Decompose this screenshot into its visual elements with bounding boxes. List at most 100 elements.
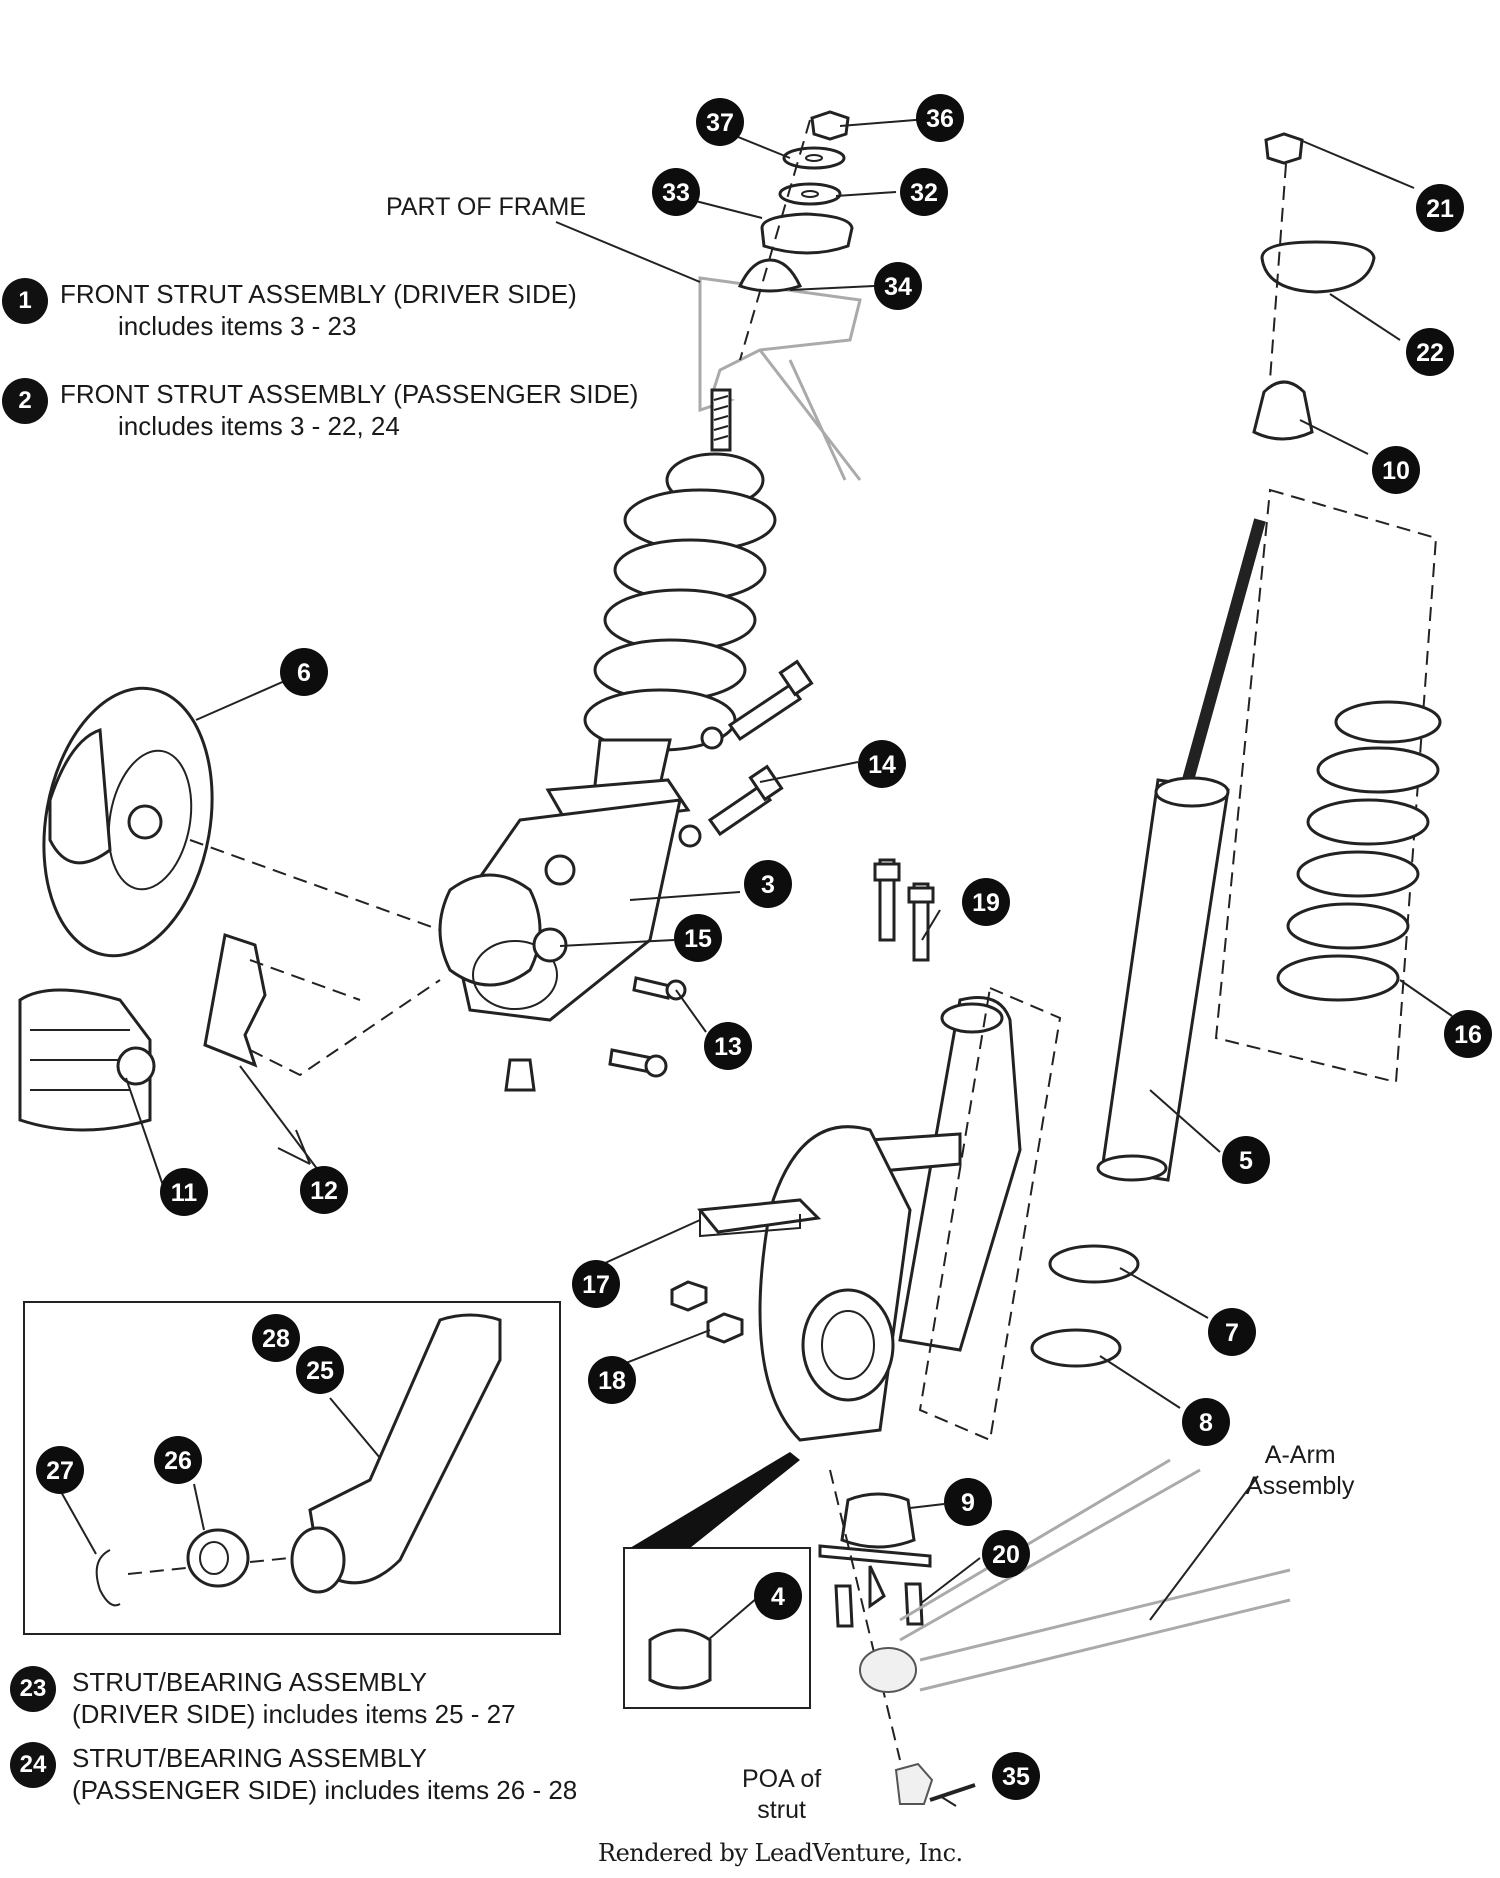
svg-text:19: 19 — [972, 889, 1000, 917]
callout-14: 14 — [858, 740, 906, 788]
callout-36: 33 — [652, 168, 700, 216]
leader-lines — [59, 117, 1453, 1807]
svg-text:33: 33 — [662, 179, 690, 207]
ball-joint — [818, 1469, 932, 1761]
poa-label: POA of strut — [742, 1764, 821, 1826]
callout-28: 28 — [252, 1314, 300, 1362]
svg-text:36: 36 — [926, 105, 954, 133]
callout-33: 36 — [916, 94, 964, 142]
callout-32: 35 — [992, 1752, 1040, 1800]
callout-13: 13 — [704, 1022, 752, 1070]
a-arm — [859, 1458, 1291, 1805]
svg-text:11: 11 — [171, 1179, 198, 1207]
poa-label-line1: POA of — [742, 1765, 822, 1793]
svg-text:35: 35 — [1002, 1763, 1030, 1791]
svg-text:34: 34 — [884, 273, 912, 301]
callout-35: 32 — [900, 168, 948, 216]
svg-text:37: 37 — [706, 109, 734, 137]
callout-34: 37 — [696, 98, 744, 146]
svg-text:7: 7 — [1225, 1319, 1239, 1347]
svg-text:22: 22 — [1416, 339, 1444, 367]
mounting-bolts — [608, 659, 814, 1078]
callout-37: 34 — [874, 262, 922, 310]
callout-4: 4 — [754, 1572, 802, 1620]
a-arm-label-line1: A-Arm — [1264, 1441, 1336, 1469]
legend-item-2: 2 FRONT STRUT ASSEMBLY (PASSENGER SIDE) … — [2, 378, 638, 442]
legend-badge: 1 — [2, 278, 48, 324]
callout-25: 25 — [296, 1346, 344, 1394]
callout-17: 17 — [572, 1260, 620, 1308]
callout-9: 9 — [944, 1478, 992, 1526]
callout-16: 16 — [1444, 1010, 1492, 1058]
callout-15: 15 — [674, 914, 722, 962]
callout-18: 18 — [588, 1356, 636, 1404]
svg-text:15: 15 — [684, 925, 712, 953]
inset-strut-bearing — [23, 1301, 561, 1635]
svg-text:4: 4 — [771, 1583, 785, 1611]
svg-text:27: 27 — [46, 1457, 74, 1485]
callout-7: 7 — [1208, 1308, 1256, 1356]
svg-text:21: 21 — [1426, 195, 1454, 223]
callout-6: 6 — [280, 648, 328, 696]
legend-badge: 2 — [2, 378, 48, 424]
legend-badge: 24 — [10, 1742, 56, 1788]
svg-text:8: 8 — [1199, 1409, 1213, 1437]
poa-label-line2: strut — [757, 1796, 806, 1824]
callout-10: 10 — [1372, 446, 1420, 494]
coil-spring — [1276, 700, 1442, 1002]
frame-bracket — [698, 276, 862, 481]
legend-sub: includes items 3 - 23 — [118, 311, 357, 341]
callout-12: 12 — [300, 1166, 348, 1214]
callout-20: 20 — [982, 1530, 1030, 1578]
part-of-frame-label: PART OF FRAME — [386, 193, 587, 221]
legend-item-24: 24 STRUT/BEARING ASSEMBLY (PASSENGER SID… — [10, 1742, 577, 1806]
callout-27: 27 — [36, 1446, 84, 1494]
svg-text:3: 3 — [761, 871, 775, 899]
svg-text:32: 32 — [910, 179, 938, 207]
svg-text:10: 10 — [1382, 457, 1410, 485]
callout-11: 11 — [160, 1168, 208, 1216]
svg-text:16: 16 — [1454, 1021, 1482, 1049]
legend-sub: (PASSENGER SIDE) includes items 26 - 28 — [72, 1775, 578, 1805]
callout-21: 21 — [1416, 184, 1464, 232]
seal-rings — [1030, 1244, 1140, 1368]
a-arm-label-line2: Assembly — [1246, 1472, 1355, 1500]
svg-text:9: 9 — [961, 1489, 975, 1517]
knuckle-nuts — [670, 1280, 744, 1344]
callout-8: 8 — [1182, 1398, 1230, 1446]
legend-item-1: 1 FRONT STRUT ASSEMBLY (DRIVER SIDE) inc… — [2, 278, 577, 342]
svg-text:18: 18 — [598, 1367, 626, 1395]
legend-sub: (DRIVER SIDE) includes items 25 - 27 — [72, 1699, 516, 1729]
legend-sub: includes items 3 - 22, 24 — [118, 411, 400, 441]
svg-text:25: 25 — [306, 1357, 334, 1385]
brake-rotor — [42, 686, 441, 958]
callout-19: 19 — [962, 878, 1010, 926]
legend-item-23: 23 STRUT/BEARING ASSEMBLY (DRIVER SIDE) … — [10, 1666, 516, 1730]
callout-3: 3 — [744, 860, 792, 908]
rendered-by-footer: Rendered by LeadVenture, Inc. — [598, 1839, 963, 1867]
steering-knuckle — [697, 986, 1062, 1442]
callout-5: 5 — [1222, 1136, 1270, 1184]
knuckle-bolts — [873, 858, 935, 962]
svg-text:20: 20 — [992, 1541, 1020, 1569]
legend-title: FRONT STRUT ASSEMBLY (DRIVER SIDE) — [60, 279, 577, 309]
shock-absorber — [1096, 132, 1438, 1182]
svg-text:28: 28 — [262, 1325, 290, 1353]
a-arm-label: A-Arm Assembly — [1246, 1440, 1354, 1502]
svg-text:5: 5 — [1239, 1147, 1253, 1175]
legend-title: FRONT STRUT ASSEMBLY (PASSENGER SIDE) — [60, 379, 639, 409]
svg-text:14: 14 — [868, 751, 896, 779]
legend-title: STRUT/BEARING ASSEMBLY — [72, 1743, 427, 1773]
legend-title: STRUT/BEARING ASSEMBLY — [72, 1667, 427, 1697]
svg-text:6: 6 — [297, 659, 311, 687]
callout-26: 26 — [154, 1436, 202, 1484]
svg-text:13: 13 — [714, 1033, 742, 1061]
top-mount-stack — [737, 110, 854, 361]
legend-badge: 23 — [10, 1666, 56, 1712]
svg-text:17: 17 — [582, 1271, 610, 1299]
inset-bushing — [623, 1452, 811, 1709]
brake-caliper — [18, 933, 441, 1132]
svg-text:26: 26 — [164, 1447, 192, 1475]
coilover-strut — [438, 388, 777, 1092]
